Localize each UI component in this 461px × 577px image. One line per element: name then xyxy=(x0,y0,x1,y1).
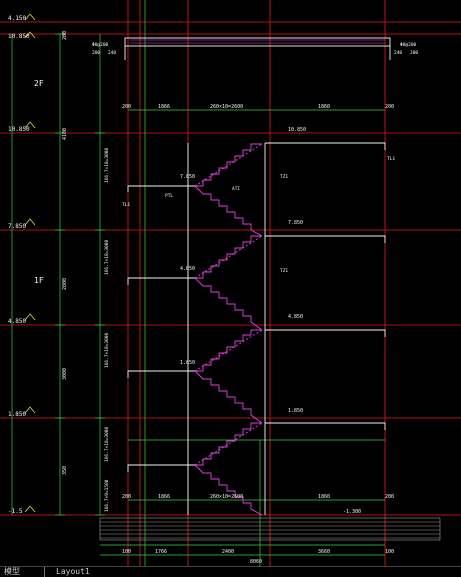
label-5: TL1 xyxy=(387,156,395,162)
hdim-u-2: 260×10=2600 xyxy=(210,104,243,110)
ll-5: 1.850 xyxy=(180,360,195,366)
ll-4: 4.850 xyxy=(288,314,303,320)
bdim-2: 2400 xyxy=(222,549,234,555)
upper-horizontal-dims: 200 1866 260×10=2600 1860 200 xyxy=(122,104,394,110)
top-label-2: 240 xyxy=(108,50,116,56)
dim-v-0: 200 xyxy=(62,31,68,40)
hdim-u-3: 1860 xyxy=(318,104,330,110)
level-l3: 7.850 xyxy=(8,223,26,230)
bottom-dims: 100 1766 2400 3660 100 8060 xyxy=(122,549,394,565)
landing-slabs xyxy=(127,142,386,515)
label-1: TZ1 xyxy=(280,174,288,180)
bdim-total: 8060 xyxy=(250,559,262,565)
dim-v-2: 2800 xyxy=(62,278,68,290)
ll-2: 7.850 xyxy=(288,220,303,226)
stair-flights xyxy=(194,143,263,516)
top-label-0: Φ8@200 xyxy=(92,42,109,48)
level-l4: 4.850 xyxy=(8,318,26,325)
ll-1: 7.850 xyxy=(180,174,195,180)
level-top: 4.150 xyxy=(8,15,26,22)
hdim-l-0: 200 xyxy=(122,494,131,500)
lower-horizontal-dims: 200 1866 260×10=2600 1860 200 xyxy=(122,494,394,500)
flight-dim-0: 166.7×18=3000 xyxy=(104,147,110,183)
hdim-l-4: 200 xyxy=(385,494,394,500)
level-l2: 10.850 xyxy=(8,126,30,133)
ll-0: 10.850 xyxy=(288,127,306,133)
bdim-4: 100 xyxy=(385,549,394,555)
level-text-group: 4.150 10.850 2F 10.850 7.850 1F 4.850 1.… xyxy=(8,15,44,515)
stair-flight-dims: 166.7×18=3000 166.7×18=3000 166.7×18=300… xyxy=(104,147,110,512)
tab-model[interactable]: 模型 xyxy=(4,567,45,577)
top-label-5: Φ8@200 xyxy=(400,42,417,48)
flight-dim-4: 166.7×9=1500 xyxy=(104,479,110,512)
flight-dim-1: 166.7×18=3000 xyxy=(104,239,110,275)
layout-tab-bar: 模型 Layout1 xyxy=(0,566,461,577)
floor-2f: 2F xyxy=(34,79,44,88)
level-l5: 1.850 xyxy=(8,411,26,418)
hdim-l-3: 1860 xyxy=(318,494,330,500)
top-label-1: 200 xyxy=(92,50,100,56)
roof-slab xyxy=(124,37,391,60)
top-label-4: 200 xyxy=(410,50,418,56)
label-3: ATI xyxy=(232,186,240,192)
top-label-3: 240 xyxy=(394,50,402,56)
left-vertical-dims: 200 4100 2800 3000 350 xyxy=(62,31,68,475)
hdim-u-4: 200 xyxy=(385,104,394,110)
bdim-1: 1766 xyxy=(155,549,167,555)
beam-labels: TL1 TZ1 PTL ATI TZ1 TL1 xyxy=(122,156,395,274)
landing-levels: 10.850 7.850 7.850 4.850 4.850 1.850 1.8… xyxy=(180,127,361,515)
level-flags xyxy=(24,13,36,513)
dimension-lines xyxy=(11,0,385,566)
bdim-3: 3660 xyxy=(318,549,330,555)
label-4: TZ1 xyxy=(280,268,288,274)
hdim-l-1: 1866 xyxy=(158,494,170,500)
flight-dim-2: 166.7×18=3000 xyxy=(104,332,110,368)
ll-6: 1.850 xyxy=(288,408,303,414)
level-l6: -1.5 xyxy=(8,508,23,515)
hdim-l-2: 260×10=2600 xyxy=(210,494,243,500)
dim-v-4: 350 xyxy=(62,466,68,475)
label-0: TL1 xyxy=(122,202,130,208)
ground-hatch xyxy=(99,517,441,541)
tab-layout1[interactable]: Layout1 xyxy=(56,567,90,576)
level-l1: 10.850 xyxy=(8,33,30,40)
label-2: PTL xyxy=(165,193,173,199)
floor-1f: 1F xyxy=(34,276,44,285)
top-labels: Φ8@200 200 240 240 200 Φ8@200 xyxy=(92,42,418,56)
bdim-0: 100 xyxy=(122,549,131,555)
dim-v-1: 4100 xyxy=(62,128,68,140)
ll-3: 4.850 xyxy=(180,266,195,272)
ll-7: -1.300 xyxy=(343,509,361,515)
roof-hatch xyxy=(130,39,385,44)
hdim-u-0: 200 xyxy=(122,104,131,110)
hdim-u-1: 1866 xyxy=(158,104,170,110)
dim-v-3: 3000 xyxy=(62,368,68,380)
flight-dim-3: 166.7×18=3000 xyxy=(104,426,110,462)
